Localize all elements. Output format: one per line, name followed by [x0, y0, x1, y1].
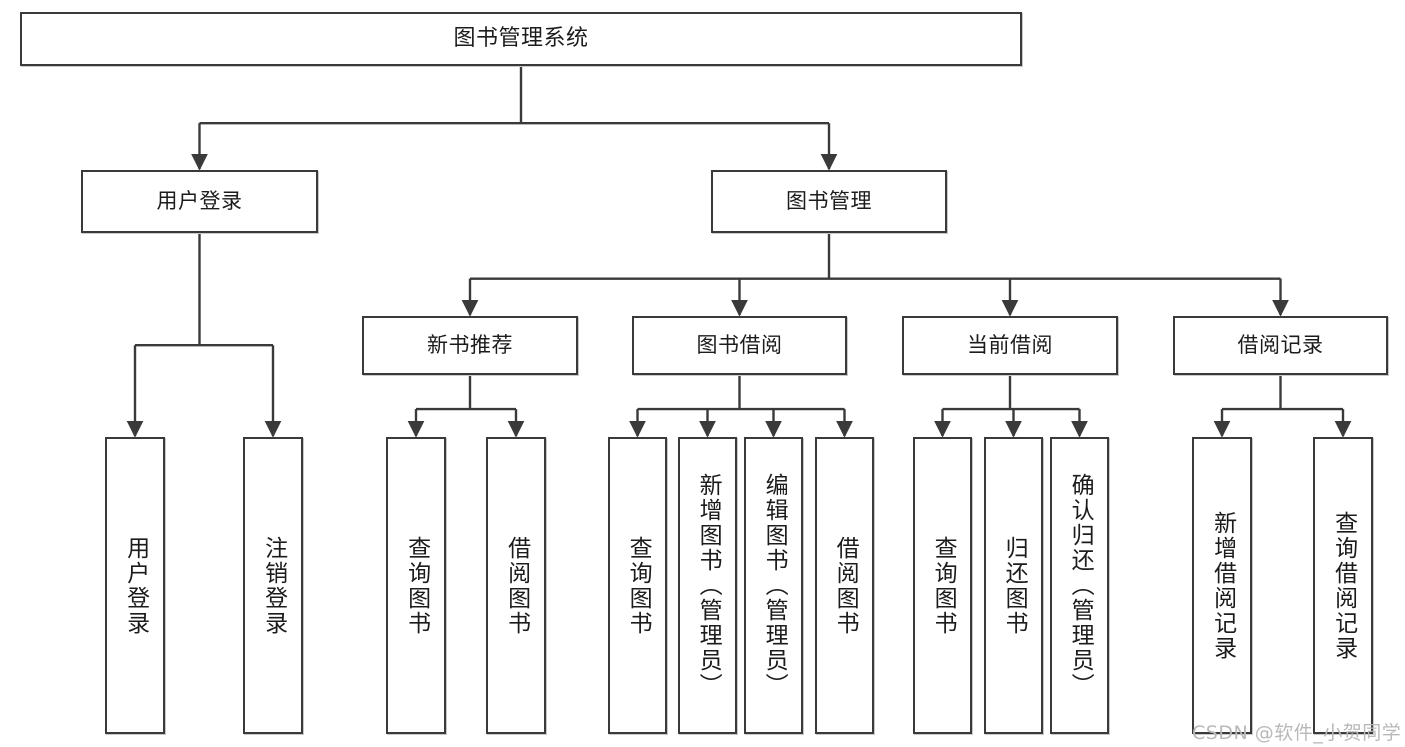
- node-root[interactable]: 图书管理系统: [20, 12, 1022, 66]
- node-label: 新增借阅记录: [1209, 510, 1236, 661]
- leaf-query-book-2[interactable]: 查询图书: [608, 437, 667, 734]
- leaf-logout[interactable]: 注销登录: [243, 437, 303, 734]
- watermark: CSDN @软件_小贺同学: [1192, 722, 1402, 744]
- node-label: 借阅记录: [1237, 333, 1324, 358]
- leaf-query-borrow-record[interactable]: 查询借阅记录: [1313, 437, 1373, 734]
- node-label: 借阅图书: [832, 535, 859, 636]
- node-label: 用户登录: [156, 189, 243, 214]
- node-label: 借阅图书: [503, 535, 530, 636]
- node-label: 归还图书: [1001, 535, 1028, 636]
- node-label: 注销登录: [260, 535, 287, 636]
- node-label: 查询图书: [403, 535, 430, 636]
- node-new-book-recommend[interactable]: 新书推荐: [362, 316, 578, 375]
- node-label: 新增图书（管理员）: [695, 473, 722, 698]
- leaf-return-book[interactable]: 归还图书: [984, 437, 1043, 734]
- node-label: 确认归还（管理员）: [1067, 473, 1094, 698]
- leaf-query-book-1[interactable]: 查询图书: [386, 437, 446, 734]
- leaf-borrow-book-1[interactable]: 借阅图书: [486, 437, 546, 734]
- leaf-confirm-return[interactable]: 确认归还（管理员）: [1050, 437, 1109, 734]
- leaf-add-borrow-record[interactable]: 新增借阅记录: [1192, 437, 1252, 734]
- node-label: 查询图书: [625, 535, 652, 636]
- node-label: 查询图书: [930, 535, 957, 636]
- leaf-borrow-book-2[interactable]: 借阅图书: [815, 437, 874, 734]
- node-user-login[interactable]: 用户登录: [81, 170, 318, 233]
- node-book-manage[interactable]: 图书管理: [711, 170, 947, 233]
- leaf-user-login[interactable]: 用户登录: [105, 437, 165, 734]
- node-label: 编辑图书（管理员）: [761, 473, 788, 698]
- leaf-edit-book[interactable]: 编辑图书（管理员）: [744, 437, 803, 734]
- node-label: 图书管理: [786, 189, 872, 214]
- node-label: 用户登录: [122, 535, 149, 636]
- node-book-borrow[interactable]: 图书借阅: [632, 316, 847, 375]
- node-label: 新书推荐: [427, 333, 513, 358]
- leaf-query-book-3[interactable]: 查询图书: [913, 437, 972, 734]
- node-current-borrow[interactable]: 当前借阅: [902, 316, 1118, 375]
- node-label: 图书借阅: [696, 333, 783, 358]
- node-borrow-record[interactable]: 借阅记录: [1173, 316, 1388, 375]
- node-label: 图书管理系统: [453, 26, 589, 52]
- node-label: 当前借阅: [967, 333, 1053, 358]
- node-label: 查询借阅记录: [1330, 510, 1357, 661]
- leaf-add-book[interactable]: 新增图书（管理员）: [678, 437, 737, 734]
